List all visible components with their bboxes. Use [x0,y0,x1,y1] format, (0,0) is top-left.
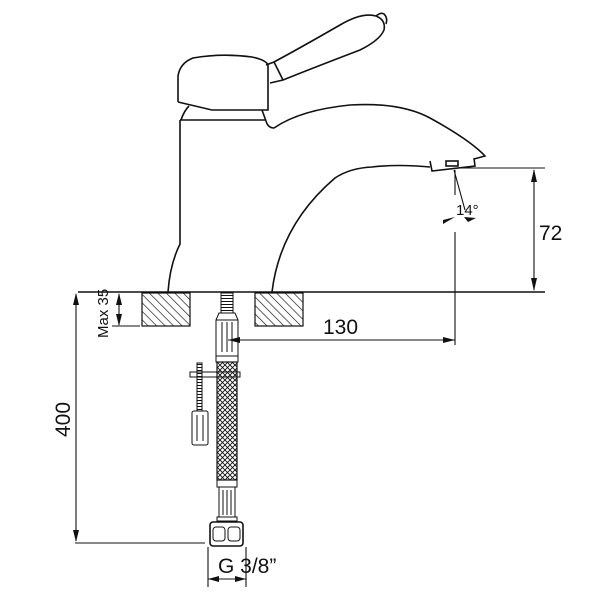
faucet-body [167,119,266,293]
label-spout-height: 72 [539,222,562,245]
label-spout-angle: 14° [456,202,479,219]
countertop-section [141,292,304,327]
hose-top-fitting [215,292,239,363]
dimension-spout-height: 72 [455,167,562,291]
mounting-rod-and-nut [189,362,241,446]
label-connection-thread: G 3/8” [218,555,276,578]
label-spout-reach: 130 [323,316,358,339]
label-deck-thickness: Max 35 [95,289,112,338]
label-hose-length: 400 [52,402,75,437]
dimension-spout-reach: 130 [228,316,455,343]
dimension-connection-thread: G 3/8” [207,547,276,587]
aerator [429,157,476,172]
braided-flex-hose [216,361,238,481]
spout [265,103,487,293]
dimension-hose-length: 400 [52,293,205,544]
dimension-deck-thickness: Max 35 [95,289,140,338]
lever-handle [265,12,388,84]
dimension-spout-angle: 14° [443,169,479,345]
cartridge-housing [177,54,269,122]
hose-nut-fitting [209,479,244,547]
